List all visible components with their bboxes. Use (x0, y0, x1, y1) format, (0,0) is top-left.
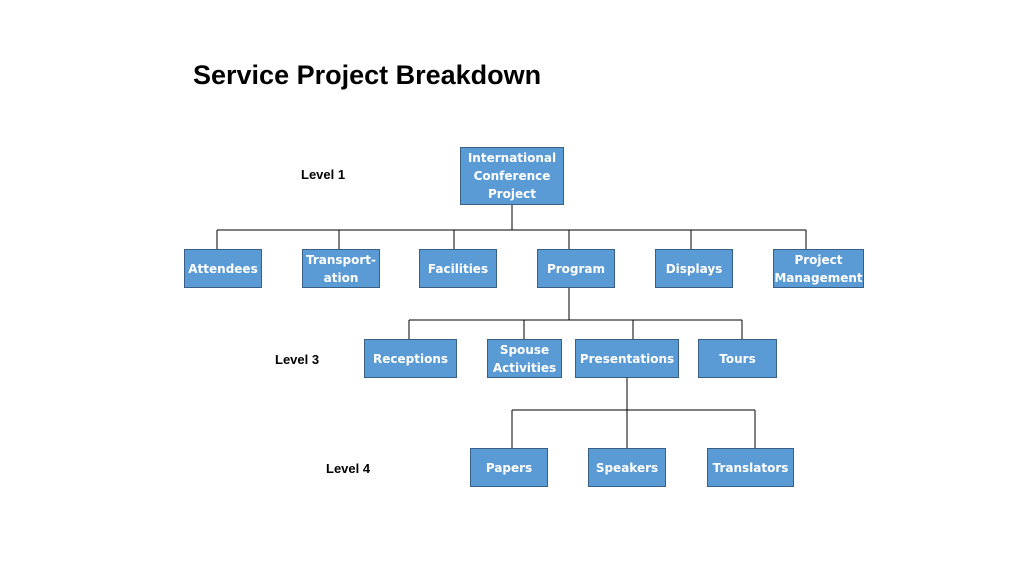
node-facilities: Facilities (419, 249, 497, 288)
node-attendees: Attendees (184, 249, 262, 288)
node-spouse-activities: Spouse Activities (487, 339, 562, 378)
node-project-management: Project Management (773, 249, 864, 288)
node-displays: Displays (655, 249, 733, 288)
node-papers: Papers (470, 448, 548, 487)
page-title: Service Project Breakdown (193, 60, 542, 90)
node-translators: Translators (707, 448, 794, 487)
node-program: Program (537, 249, 615, 288)
level-4-label: Level 4 (326, 461, 371, 476)
node-transportation: Transport- ation (302, 249, 380, 288)
node-tours: Tours (698, 339, 777, 378)
node-international-conference-project: International Conference Project (460, 147, 564, 205)
node-presentations: Presentations (575, 339, 679, 378)
node-receptions: Receptions (364, 339, 457, 378)
node-speakers: Speakers (588, 448, 666, 487)
level-3-label: Level 3 (275, 352, 320, 367)
level-1-label: Level 1 (301, 167, 346, 182)
